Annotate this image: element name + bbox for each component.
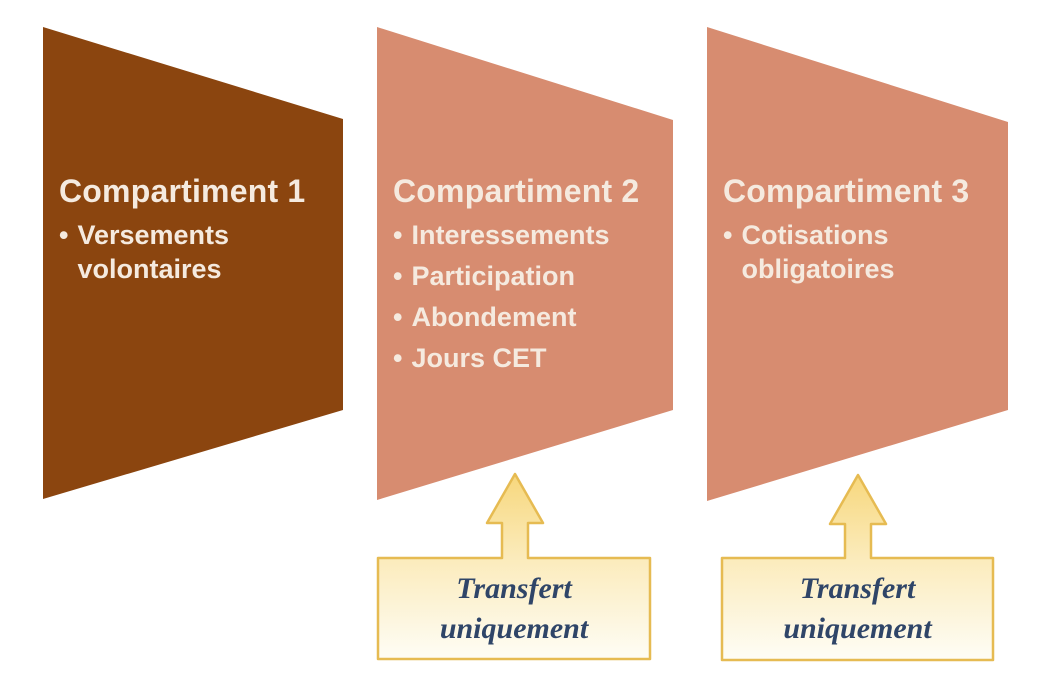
bullet-dot: •: [393, 343, 403, 373]
callout-2-label: Transfert uniquement: [722, 558, 993, 660]
compartment-1-shape: [43, 27, 343, 499]
compartment-2-content: Compartiment 2 • Interessements • Partic…: [377, 171, 673, 375]
list-item-label: Interessements: [411, 220, 610, 250]
compartment-2-title: Compartiment 2: [393, 173, 640, 209]
list-item: • Jours CET: [393, 341, 659, 375]
compartment-2-shape: [377, 27, 673, 500]
list-item: • Versements volontaires: [59, 218, 329, 286]
compartment-1-title: Compartiment 1: [59, 173, 306, 209]
bullet-dot: •: [393, 261, 403, 291]
bullet-dot: •: [393, 302, 403, 332]
callout-1-label-text: Transfert uniquement: [439, 571, 589, 645]
list-item-label: Abondement: [411, 302, 577, 332]
list-item-label: Participation: [411, 261, 575, 291]
callout-1-label: Transfert uniquement: [378, 558, 650, 659]
compartment-3-content: Compartiment 3 • Cotisations obligatoire…: [707, 171, 1008, 286]
compartment-3-shape: [707, 27, 1008, 501]
list-item: • Cotisations obligatoires: [723, 218, 994, 286]
bullet-dot: •: [723, 220, 733, 250]
list-item: • Participation: [393, 259, 659, 293]
callout-2-label-text: Transfert uniquement: [783, 572, 932, 645]
callout-2-arrow-box-shape: [720, 473, 995, 662]
list-item-label: Jours CET: [411, 343, 547, 373]
list-item: • Interessements: [393, 218, 659, 252]
compartment-3-title: Compartiment 3: [723, 173, 970, 209]
callout-1-arrow-box-shape: [376, 472, 652, 661]
compartment-1-content: Compartiment 1 • Versements volontaires: [43, 171, 343, 286]
bullet-dot: •: [59, 220, 69, 250]
list-item-label: Cotisations obligatoires: [741, 220, 895, 284]
bullet-dot: •: [393, 220, 403, 250]
list-item: • Abondement: [393, 300, 659, 334]
list-item-label: Versements volontaires: [77, 220, 230, 284]
